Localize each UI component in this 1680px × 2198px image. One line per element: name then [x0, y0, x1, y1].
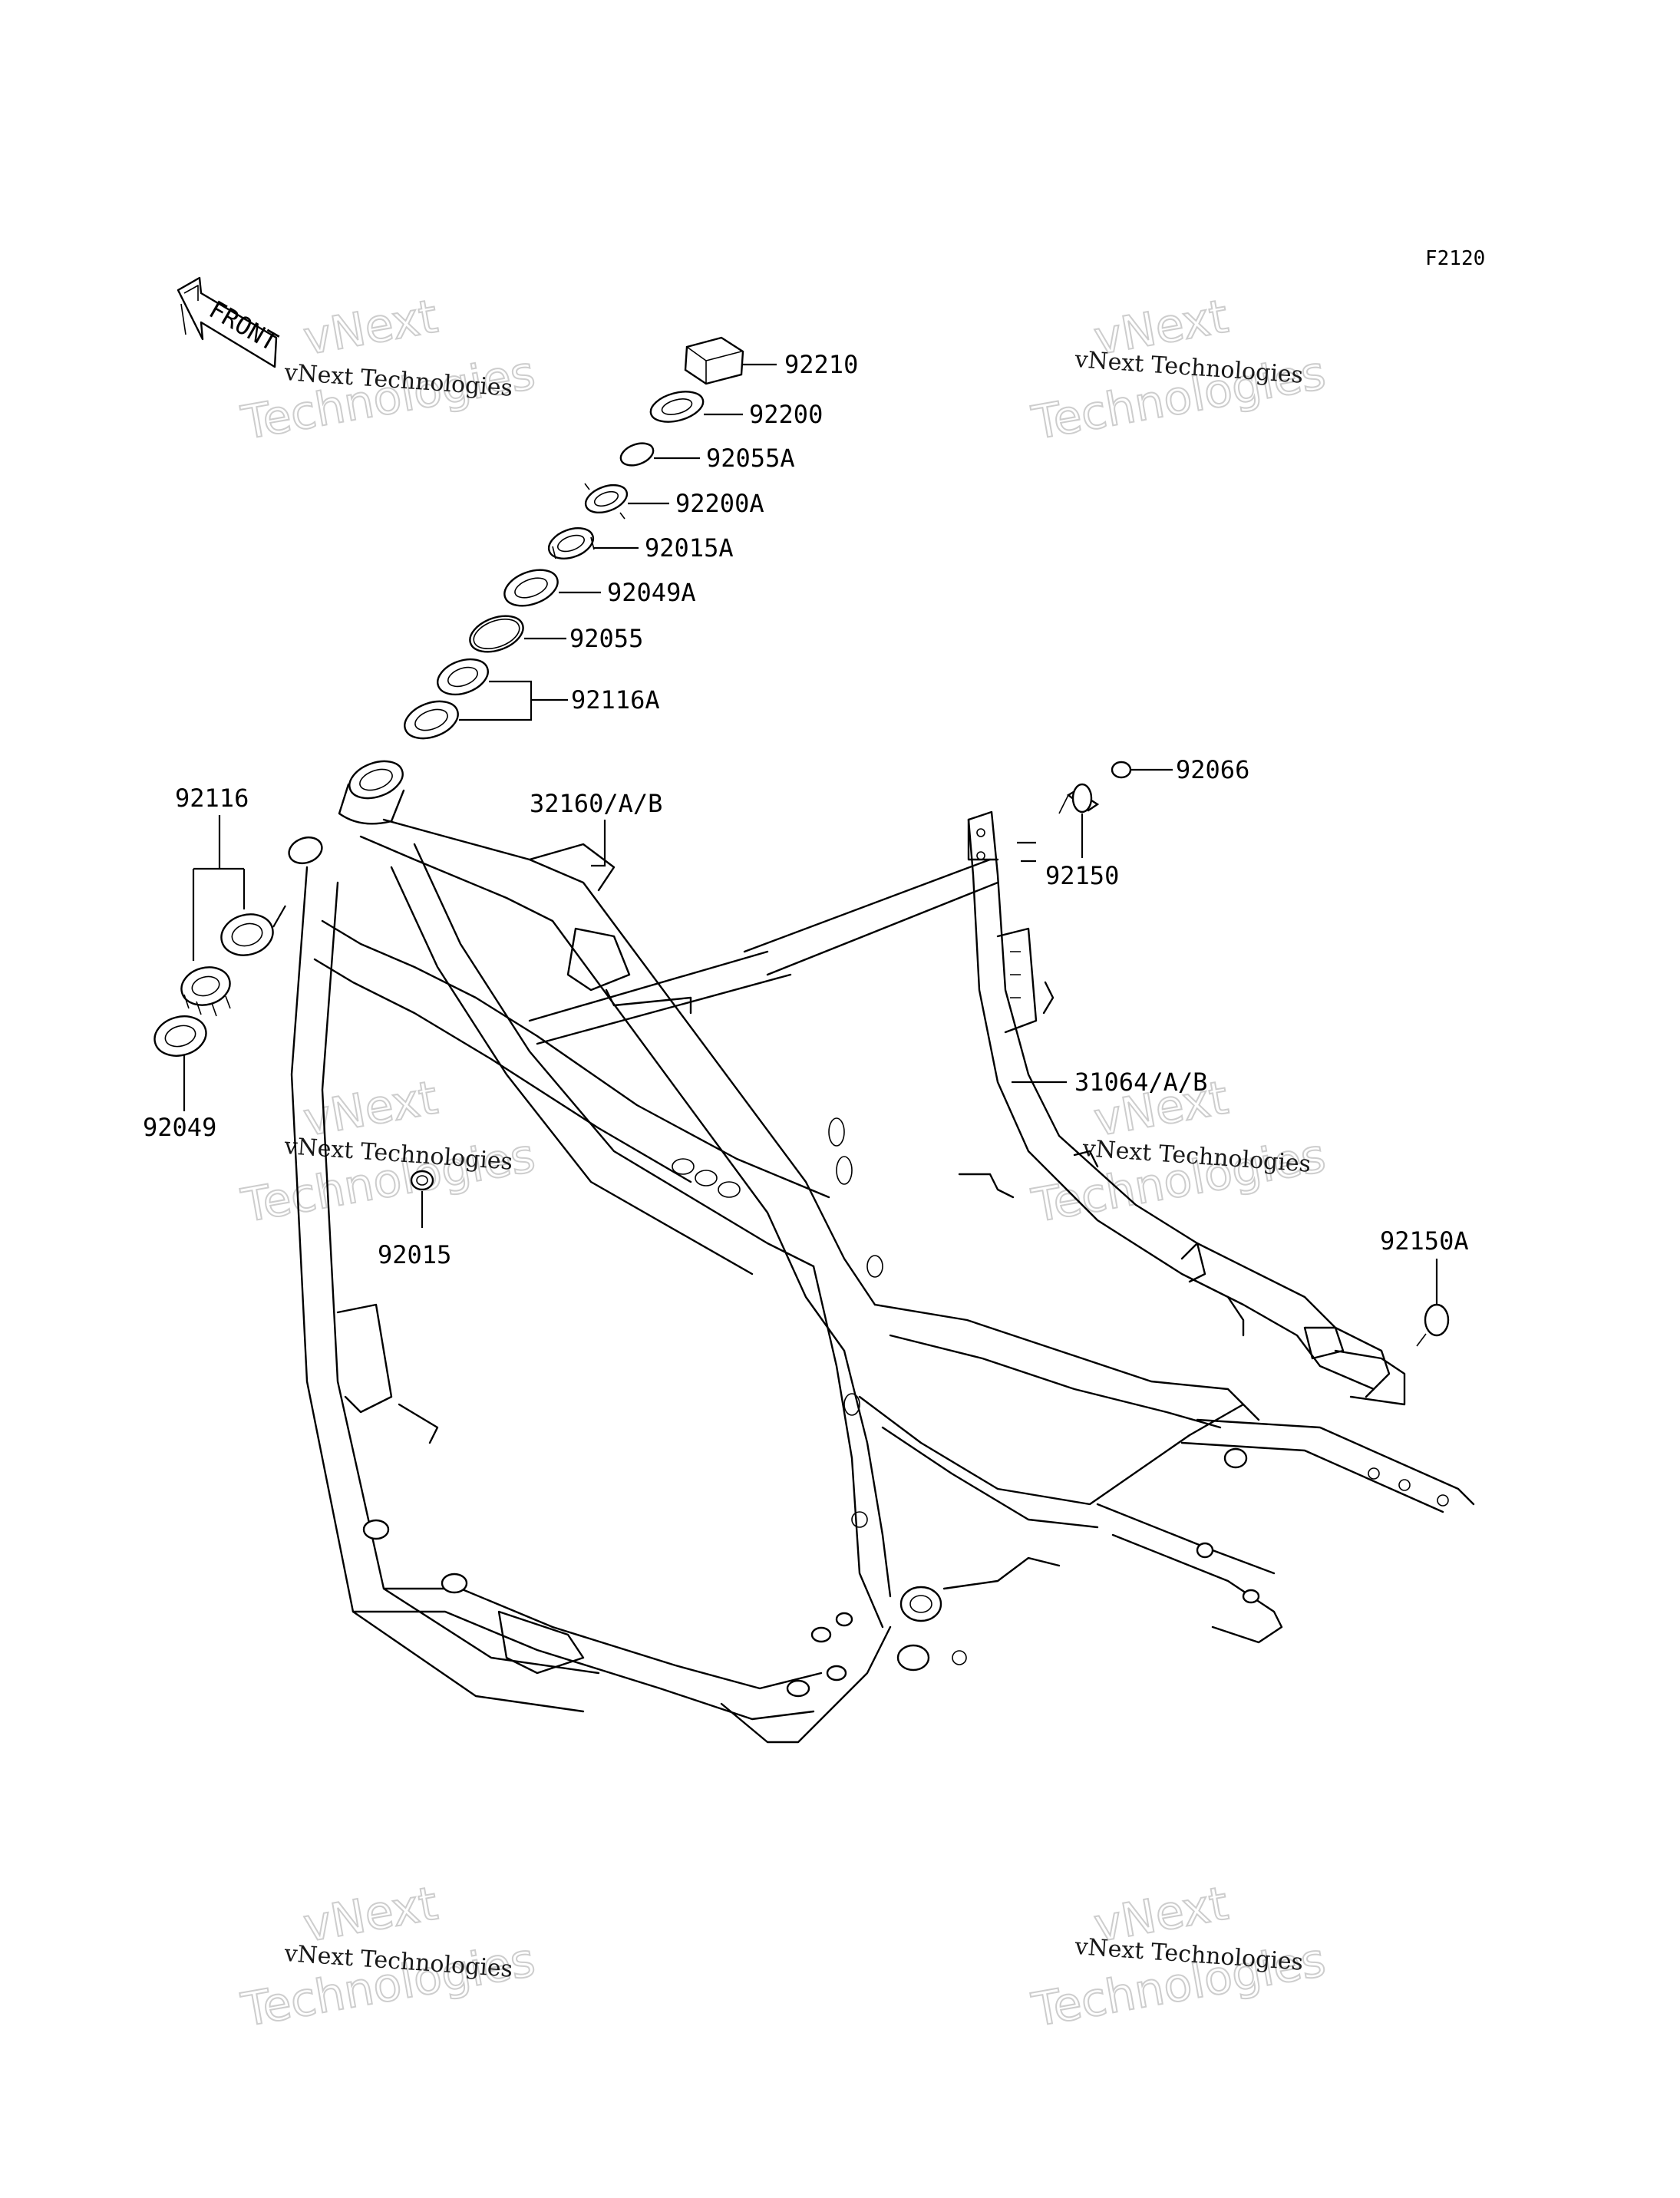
label-92049: 92049	[143, 1113, 216, 1142]
label-92150A: 92150A	[1380, 1226, 1469, 1256]
washer-92200: 92200	[649, 391, 823, 429]
nut-92066: 92066	[1111, 755, 1249, 784]
watermark-large-top: vNext	[299, 289, 441, 365]
watermark-bottom-right: vNext Technologies vNext Technologies	[1027, 1876, 1330, 2038]
steering-stem-parts: 92210 92200 92055A 92200A	[404, 336, 858, 740]
label-92200A: 92200A	[675, 489, 764, 518]
bolt-92150A: 92150A	[1380, 1226, 1469, 1347]
front-arrow-icon: FRONT	[177, 276, 282, 368]
label-92049A: 92049A	[607, 578, 696, 607]
bolt-92150: 92150	[1045, 783, 1119, 890]
bearing-92116A: 92116A	[404, 658, 660, 740]
label-31064: 31064/A/B	[1074, 1068, 1207, 1097]
watermark-top-left: vNext Technologies vNext Technologies	[236, 289, 540, 451]
watermark-large-top: vNext	[299, 1876, 441, 1952]
watermark-top-right: vNext Technologies vNext Technologies	[1027, 289, 1330, 451]
stem-nut-92210: 92210	[684, 336, 858, 385]
label-92055: 92055	[569, 624, 643, 653]
main-frame-32160	[288, 760, 1475, 1744]
label-92200: 92200	[749, 400, 823, 429]
nut-92015: 92015	[378, 1170, 451, 1269]
locknut-92015A: 92015A	[547, 527, 734, 563]
label-32160: 32160/A/B	[530, 789, 662, 818]
seal-92049	[153, 1015, 207, 1111]
subframe-31064: 31064/A/B	[958, 810, 1406, 1406]
label-92116: 92116	[175, 784, 249, 813]
oring-92055A: 92055A	[619, 442, 795, 473]
label-92015: 92015	[378, 1240, 451, 1269]
callout-32160: 32160/A/B	[530, 789, 662, 867]
watermark-mid-left: vNext Technologies vNext Technologies	[236, 1070, 540, 1234]
label-92055A: 92055A	[706, 444, 795, 473]
label-92150: 92150	[1045, 861, 1119, 890]
label-92066: 92066	[1176, 755, 1249, 784]
lockwasher-92200A: 92200A	[584, 483, 764, 520]
watermark-bottom-left: vNext Technologies vNext Technologies	[236, 1876, 540, 2038]
label-92116A: 92116A	[571, 685, 660, 715]
bearing-92116	[180, 905, 286, 1017]
seal-92049A: 92049A	[503, 569, 696, 607]
label-92015A: 92015A	[645, 533, 734, 563]
oring-92055: 92055	[469, 615, 643, 653]
label-92210: 92210	[784, 350, 858, 379]
figure-code: F2120	[1425, 247, 1485, 270]
lower-bearing-parts: 92116 92049	[143, 784, 286, 1142]
